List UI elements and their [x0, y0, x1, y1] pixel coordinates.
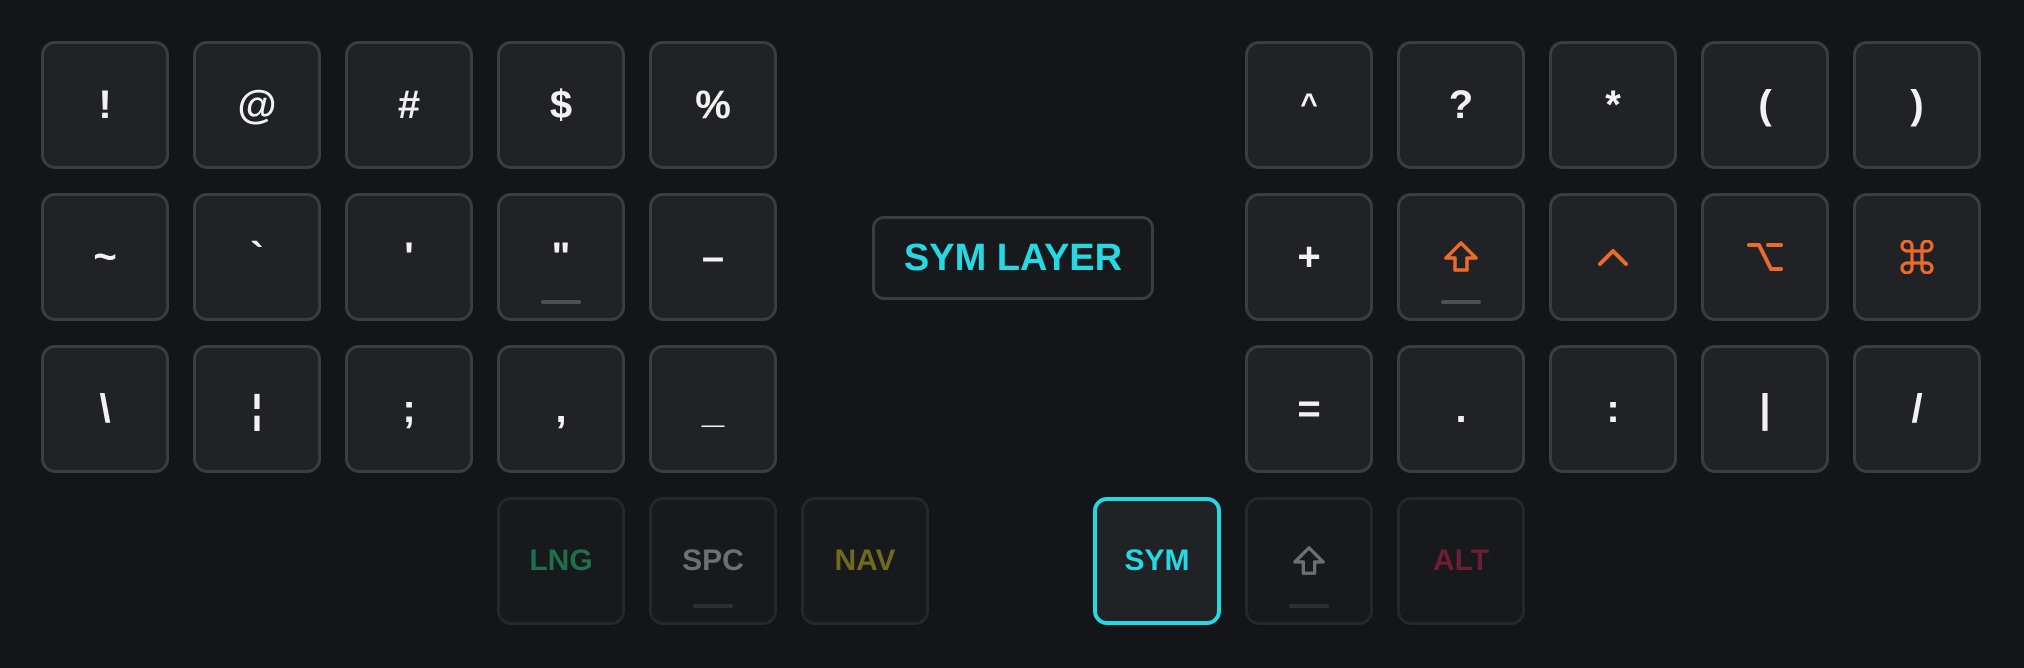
key-label: ? [1448, 83, 1474, 127]
key-pipe[interactable]: | [1701, 345, 1829, 473]
key-broken-bar[interactable]: ¦ [193, 345, 321, 473]
control-icon [1596, 246, 1630, 268]
thumb-key-alt[interactable]: ALT [1397, 497, 1525, 625]
key-caret[interactable]: ^ [1245, 41, 1373, 169]
home-row-marker [541, 300, 581, 304]
key-shift-mod[interactable] [1397, 193, 1525, 321]
key-question[interactable]: ? [1397, 41, 1525, 169]
key-label: , [555, 387, 567, 431]
key-label: ALT [1432, 544, 1490, 577]
key-label: | [1759, 387, 1771, 431]
key-backslash[interactable]: \ [41, 345, 169, 473]
key-label: ( [1758, 83, 1772, 127]
key-open-paren[interactable]: ( [1701, 41, 1829, 169]
key-slash[interactable]: / [1853, 345, 1981, 473]
thumb-key-sym-active[interactable]: SYM [1093, 497, 1221, 625]
key-label: + [1297, 235, 1321, 279]
key-label: $ [549, 83, 573, 127]
thumb-key-spc[interactable]: SPC [649, 497, 777, 625]
key-label: ) [1910, 83, 1924, 127]
key-double-quote[interactable]: " [497, 193, 625, 321]
key-label: * [1605, 83, 1621, 127]
command-icon [1900, 240, 1934, 274]
shift-icon [1443, 240, 1479, 274]
key-label: ~ [93, 235, 117, 279]
key-hash[interactable]: # [345, 41, 473, 169]
key-plus[interactable]: + [1245, 193, 1373, 321]
key-asterisk[interactable]: * [1549, 41, 1677, 169]
key-label: SYM [1124, 544, 1190, 577]
key-semicolon[interactable]: ; [345, 345, 473, 473]
key-label: ¦ [251, 387, 263, 431]
thumb-key-lng[interactable]: LNG [497, 497, 625, 625]
option-icon [1747, 241, 1783, 273]
key-close-paren[interactable]: ) [1853, 41, 1981, 169]
home-row-marker [1441, 300, 1481, 304]
key-command-mod[interactable] [1853, 193, 1981, 321]
shift-icon [1292, 545, 1326, 577]
key-underscore[interactable]: _ [649, 345, 777, 473]
key-label: # [397, 83, 421, 127]
thumb-key-shift[interactable] [1245, 497, 1373, 625]
key-label: / [1911, 387, 1923, 431]
key-single-quote[interactable]: ' [345, 193, 473, 321]
key-label: SPC [682, 544, 744, 577]
key-equals[interactable]: = [1245, 345, 1373, 473]
key-backtick[interactable]: ` [193, 193, 321, 321]
key-period[interactable]: . [1397, 345, 1525, 473]
key-label: ` [250, 235, 264, 279]
thumb-key-nav[interactable]: NAV [801, 497, 929, 625]
key-tilde[interactable]: ~ [41, 193, 169, 321]
key-at[interactable]: @ [193, 41, 321, 169]
key-label: _ [701, 387, 725, 431]
key-dash[interactable]: – [649, 193, 777, 321]
key-dollar[interactable]: $ [497, 41, 625, 169]
key-label: . [1455, 387, 1467, 431]
key-label: \ [99, 387, 111, 431]
key-label: % [695, 83, 731, 127]
key-control-mod[interactable] [1549, 193, 1677, 321]
key-label: – [701, 235, 725, 279]
key-colon[interactable]: : [1549, 345, 1677, 473]
key-label: = [1297, 387, 1321, 431]
key-label: : [1606, 387, 1620, 431]
layer-title: SYM LAYER [872, 216, 1154, 300]
key-label: LNG [529, 544, 593, 577]
key-exclamation[interactable]: ! [41, 41, 169, 169]
key-option-mod[interactable] [1701, 193, 1829, 321]
key-label: @ [237, 83, 277, 127]
key-label: ' [404, 235, 414, 279]
home-row-marker [1289, 604, 1329, 608]
key-label: " [551, 235, 571, 279]
key-label: ^ [1300, 88, 1318, 121]
key-comma[interactable]: , [497, 345, 625, 473]
key-label: ; [402, 387, 416, 431]
key-percent[interactable]: % [649, 41, 777, 169]
key-label: ! [98, 83, 112, 127]
home-row-marker [693, 604, 733, 608]
key-label: NAV [834, 544, 896, 577]
